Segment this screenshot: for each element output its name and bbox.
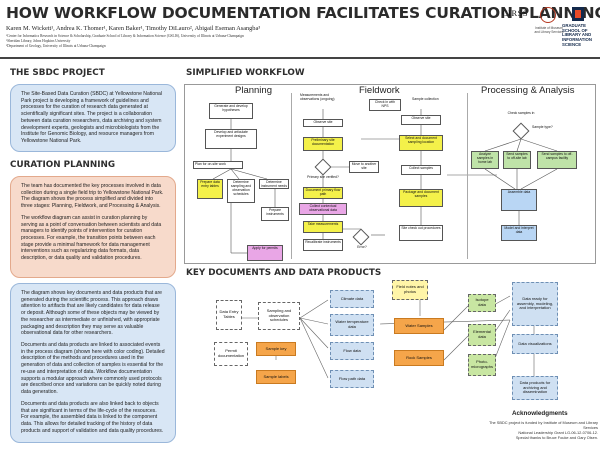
logo-group: CIRSS Institute of Museum and Library Se…: [502, 4, 594, 48]
imls-logo-icon: [540, 7, 556, 23]
node-preliminary-documentation: Preliminary site documentation: [303, 137, 343, 151]
node-check-samples-in: Check samples in: [507, 111, 535, 115]
sbdc-body: The Site-Based Data Curation (SBDC) at Y…: [21, 91, 163, 145]
curation-panel: The team has documented the key processe…: [10, 176, 176, 278]
curation-para-1: The team has documented the key processe…: [21, 183, 164, 210]
doc-water-temperature: Water temperature data: [330, 314, 374, 336]
node-send-offcampus: Send samples to off-campus facility: [537, 151, 577, 169]
node-send-offsite-lab: Send samples to off-site lab: [503, 151, 531, 169]
sbdc-panel: The Site-Based Data Curation (SBDC) at Y…: [10, 84, 176, 152]
node-model-interpret: Model and interpret data: [501, 225, 537, 241]
header-divider: [0, 57, 600, 59]
doc-permit: Permit documentation: [214, 342, 248, 366]
poster-title: HOW WORKFLOW DOCUMENTATION FACILITATES C…: [6, 4, 600, 22]
node-generate-hypotheses: Generate and develop hypotheses: [209, 103, 253, 119]
keydocs-para-1: The diagram shows key documents and data…: [21, 290, 163, 337]
node-measurements-ongoing: Measurements and observations (ongoing): [300, 93, 335, 101]
node-check-in-nps: Check in with NPS: [369, 99, 401, 111]
node-experiment-design: Develop and articulate experiment design…: [205, 129, 257, 149]
keydocs-para-3: Documents and data products are also lin…: [21, 400, 164, 434]
node-site-checkout: Site check out procedures: [399, 225, 443, 241]
imls-logo-text: Institute of Museum and Library Services: [534, 26, 564, 34]
keydocs-diagram: Data Entry Tables Sampling and observati…: [190, 280, 594, 404]
stage-fieldwork-heading: Fieldwork: [359, 85, 400, 96]
author-list: Karen M. Wickett¹, Andrea K. Thomer¹, Ka…: [6, 25, 261, 32]
node-instrument-needs: Determine instrument needs: [259, 179, 289, 189]
node-plan-onsite: Plan for on-site work: [193, 161, 243, 169]
doc-sampling-schedules: Sampling and observation schedules: [258, 302, 300, 330]
ack-line-3: Special thanks to Bruce Fouke and Gary O…: [515, 435, 598, 441]
uiuc-logo-icon: [572, 7, 584, 21]
node-sample-collection-label: Sample collection: [412, 97, 439, 101]
node-recalibrate: Recalibrate instruments: [303, 239, 343, 251]
doc-isotope-data: Isotope data: [468, 294, 496, 312]
acknowledgments-title: Acknowledgments: [512, 410, 568, 417]
doc-flow-path: Flow path data: [330, 370, 374, 388]
acknowledgments-body: The SBDC project is funded by Institute …: [474, 420, 598, 440]
keydocs-text-panel: The diagram shows key documents and data…: [10, 283, 176, 443]
doc-elemental-data: Elemental data: [468, 324, 496, 346]
node-data-entry-tables: Prepare data entry tables: [197, 179, 223, 199]
affiliation-1: ¹Center for Informatics Research in Scie…: [6, 34, 244, 38]
keydocs-para-2: Documents and data products are linked t…: [21, 342, 165, 396]
stage-planning-heading: Planning: [235, 85, 272, 96]
node-contextual-data: Collect contextual observational data: [299, 203, 347, 215]
doc-data-visualizations: Data visualizations: [512, 334, 558, 354]
node-observe-site: Observe site: [303, 119, 343, 127]
node-assemble-data: Assemble data: [501, 189, 537, 211]
doc-rock-samples: Rock Samples: [394, 350, 444, 366]
keydocs-section-title: KEY DOCUMENTS AND DATA PRODUCTS: [186, 268, 382, 278]
node-collect-samples: Collect samples: [401, 165, 441, 175]
doc-flow-data: Flow data: [330, 342, 374, 360]
curation-para-2: The workflow diagram can assist in curat…: [21, 214, 162, 262]
node-analyze-home-lab: Analyze samples in home lab: [471, 151, 499, 169]
doc-climate-data: Climate data: [330, 290, 374, 308]
doc-archiving: Data products for archiving and dissemin…: [512, 376, 558, 400]
poster-header: HOW WORKFLOW DOCUMENTATION FACILITATES C…: [0, 0, 600, 56]
node-document-flow-path: Document primary flow path: [303, 187, 343, 199]
workflow-diagram: Planning Fieldwork Processing & Analysis…: [184, 84, 596, 264]
node-take-measurements: Take measurements: [303, 221, 343, 233]
decision-error-label: Error?: [357, 245, 367, 249]
decision-primary-site-label: Primary site verified?: [307, 175, 339, 179]
gslis-logo-text: GRADUATE SCHOOL OF LIBRARY AND INFORMATI…: [562, 23, 592, 47]
doc-photomicrographs: Photo-micrographs: [468, 354, 496, 376]
node-apply-permits: Apply for permits: [247, 245, 283, 261]
cirss-logo: CIRSS: [502, 8, 529, 18]
stage-divider-1: [291, 93, 292, 259]
doc-data-entry-tables: Data Entry Tables: [216, 300, 242, 330]
ack-line-1: The SBDC project is funded by Institute …: [489, 420, 598, 431]
node-sampling-schedules: Determine sampling and observation sched…: [227, 179, 255, 203]
doc-sample-labels: Sample labels: [256, 370, 296, 384]
node-prepare-instruments: Prepare instruments: [261, 207, 289, 221]
node-move-site: Move to another site: [349, 161, 379, 173]
curation-section-title: CURATION PLANNING: [10, 160, 116, 170]
doc-data-assembly: Data ready for assembly, modeling, and i…: [512, 282, 558, 326]
node-observe-site-2: Observe site: [401, 115, 441, 125]
doc-water-samples: Water Samples: [394, 318, 444, 334]
doc-field-notes: Field notes and photos: [392, 280, 428, 300]
stage-processing-heading: Processing & Analysis: [481, 85, 575, 96]
sbdc-section-title: THE SBDC PROJECT: [10, 68, 105, 78]
affiliation-3: ³Department of Geology, University of Il…: [6, 44, 106, 48]
node-package-samples: Package and document samples: [399, 189, 443, 207]
node-sampling-location: Select and document sampling location: [399, 135, 443, 151]
workflow-section-title: SIMPLIFIED WORKFLOW: [186, 68, 305, 78]
decision-sample-type-label: Sample type?: [532, 125, 553, 129]
stage-divider-2: [467, 93, 468, 259]
doc-sample-key: Sample key: [256, 342, 296, 356]
affiliation-2: ²Sheridan Library, Johns Hopkins Univers…: [6, 39, 71, 43]
ack-line-2: National Leadership Grant LG-06-12-0706-…: [518, 430, 598, 436]
